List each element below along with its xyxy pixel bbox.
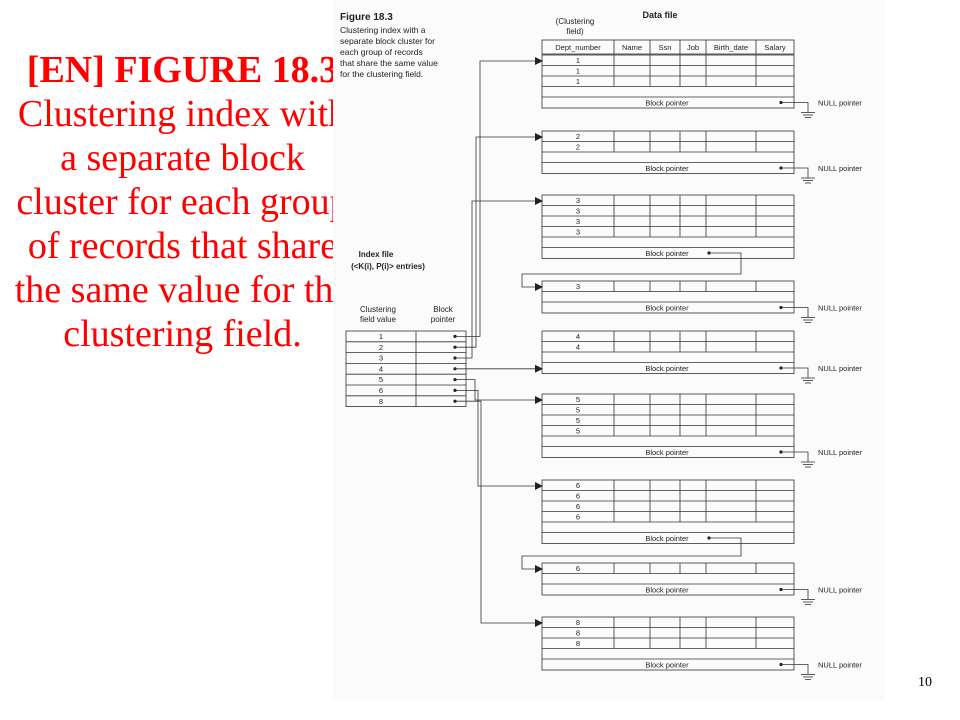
null-pointer-label: NULL pointer: [818, 99, 862, 108]
column-header-dept-number: Dept_number: [555, 43, 601, 52]
index-header-key-2: field value: [360, 315, 397, 324]
block-pointer-label: Block pointer: [645, 99, 689, 108]
figure-desc-line-1: Clustering index with a: [340, 25, 426, 35]
record-dept-number: 5: [576, 395, 580, 404]
data-block: [541, 280, 795, 314]
record-dept-number: 8: [576, 639, 580, 648]
slide-caption: [EN] FIGURE 18.3 Clustering index with a…: [10, 48, 355, 356]
data-file-label: Data file: [642, 10, 677, 20]
record-dept-number: 2: [576, 143, 580, 152]
null-pointer-label: NULL pointer: [818, 586, 862, 595]
record-dept-number: 8: [576, 618, 580, 627]
null-pointer-line: [781, 102, 809, 113]
null-pointer-line: [781, 589, 809, 600]
record-dept-number: 6: [576, 481, 580, 490]
index-key-value: 5: [379, 375, 383, 384]
index-block-pointer-arrow: [455, 57, 543, 337]
index-file-title: Index file: [359, 250, 394, 259]
index-key-value: 2: [379, 343, 383, 352]
null-pointer-line: [781, 307, 809, 318]
column-header-ssn: Ssn: [659, 43, 672, 52]
clustering-index-figure: Figure 18.3 Clustering index with a sepa…: [333, 0, 885, 700]
data-block: [541, 562, 795, 596]
record-dept-number: 3: [576, 228, 580, 237]
record-dept-number: 6: [576, 513, 580, 522]
null-pointer-line: [781, 664, 809, 675]
record-dept-number: 5: [576, 406, 580, 415]
null-pointer-line: [781, 167, 809, 178]
index-table: [345, 330, 467, 407]
null-pointer-line: [781, 451, 809, 462]
index-block-pointer-arrow: [455, 400, 543, 627]
null-pointer-label: NULL pointer: [818, 164, 862, 173]
record-dept-number: 4: [576, 332, 580, 341]
index-block-pointer-arrow: [455, 390, 543, 490]
record-dept-number: 1: [576, 77, 580, 86]
column-header-salary: Salary: [764, 43, 786, 52]
column-header-job: Job: [687, 43, 699, 52]
record-dept-number: 4: [576, 343, 580, 352]
clustering-field-note-1: (Clustering: [556, 17, 595, 26]
record-dept-number: 6: [576, 502, 580, 511]
index-key-value: 4: [379, 364, 383, 373]
null-pointer-label: NULL pointer: [818, 661, 862, 670]
block-pointer-label: Block pointer: [645, 304, 689, 313]
index-header-ptr-2: pointer: [431, 315, 456, 324]
data-block: [541, 54, 795, 109]
figure-desc-line-3: each group of records: [340, 47, 423, 57]
null-pointer-line: [781, 367, 809, 378]
index-header-ptr-1: Block: [433, 305, 454, 314]
index-key-value: 3: [379, 354, 383, 363]
figure-desc-line-2: separate block cluster for: [340, 36, 435, 46]
block-pointer-label: Block pointer: [645, 661, 689, 670]
data-file-header-row: [541, 39, 795, 55]
record-dept-number: 3: [576, 282, 580, 291]
record-dept-number: 1: [576, 56, 580, 65]
index-key-value: 6: [379, 386, 383, 395]
index-header-key-1: Clustering: [360, 305, 396, 314]
figure-desc-line-5: for the clustering field.: [340, 69, 423, 79]
caption-title: [EN] FIGURE 18.3: [26, 49, 339, 91]
index-block-pointer-arrow: [455, 133, 543, 348]
block-pointer-label: Block pointer: [645, 534, 689, 543]
null-pointer-label: NULL pointer: [818, 364, 862, 373]
block-pointer-label: Block pointer: [645, 164, 689, 173]
clustering-field-note-2: field): [566, 27, 584, 36]
figure-label: Figure 18.3: [340, 12, 393, 23]
caption-text: Clustering index with a separate block c…: [14, 93, 351, 355]
record-dept-number: 5: [576, 416, 580, 425]
data-block: [541, 616, 795, 671]
null-pointer-label: NULL pointer: [818, 304, 862, 313]
record-dept-number: 8: [576, 629, 580, 638]
column-header-name: Name: [622, 43, 642, 52]
record-dept-number: 3: [576, 207, 580, 216]
index-file-subtitle: (<K(i), P(i)> entries): [351, 262, 425, 271]
column-header-birth-date: Birth_date: [714, 43, 748, 52]
index-block-pointer-arrow: [455, 379, 543, 404]
index-key-value: 8: [379, 397, 383, 406]
overflow-pointer-arrow: [521, 537, 742, 573]
record-dept-number: 3: [576, 196, 580, 205]
record-dept-number: 6: [576, 492, 580, 501]
record-dept-number: 5: [576, 427, 580, 436]
record-dept-number: 6: [576, 564, 580, 573]
index-key-value: 1: [379, 332, 383, 341]
overflow-pointer-arrow: [521, 252, 742, 291]
block-pointer-label: Block pointer: [645, 448, 689, 457]
page-number: 10: [918, 675, 932, 690]
record-dept-number: 3: [576, 217, 580, 226]
block-pointer-label: Block pointer: [645, 586, 689, 595]
record-dept-number: 1: [576, 67, 580, 76]
block-pointer-label: Block pointer: [645, 249, 689, 258]
block-pointer-label: Block pointer: [645, 364, 689, 373]
index-block-pointer-arrow: [455, 197, 543, 359]
null-pointer-label: NULL pointer: [818, 448, 862, 457]
figure-desc-line-4: that share the same value: [340, 58, 438, 68]
record-dept-number: 2: [576, 132, 580, 141]
